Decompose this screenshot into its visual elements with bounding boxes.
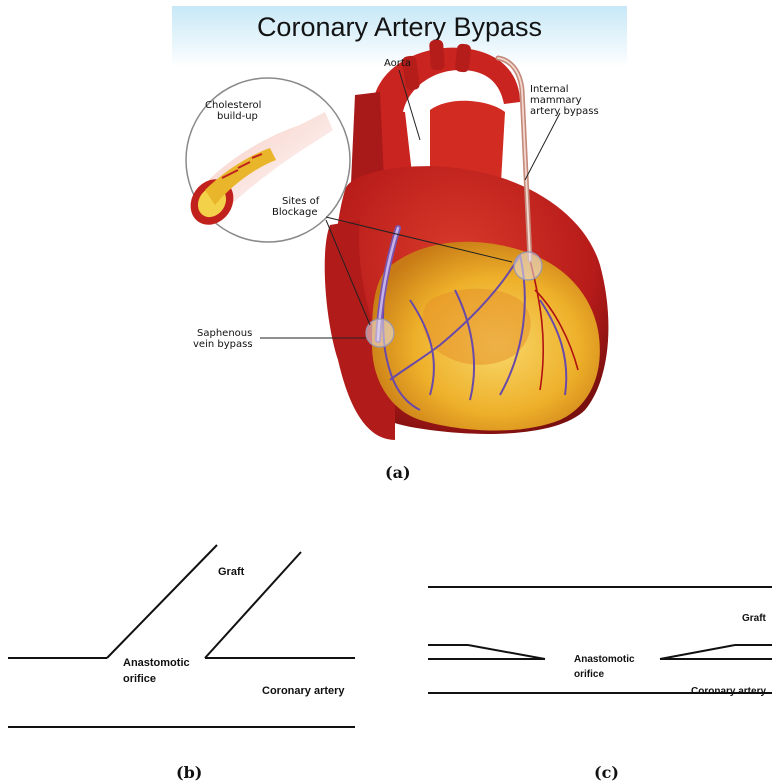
label-orifice-b-1: Anastomotic: [123, 655, 190, 671]
label-orifice-c-2: orifice: [574, 667, 604, 683]
c-left-taper: [468, 645, 545, 659]
panel-b-lines: [8, 545, 355, 727]
label-orifice-c-1: Anastomotic: [574, 652, 635, 668]
label-cholesterol-1: Cholesterol: [205, 100, 261, 111]
label-cholesterol-2: build-up: [217, 111, 258, 122]
caption-a: (a): [385, 463, 411, 482]
label-blockage-2: Blockage: [272, 207, 318, 218]
blockage-site-lower: [366, 319, 394, 347]
label-artery-c: Coronary artery: [691, 684, 772, 700]
caption-b: (b): [176, 763, 202, 782]
blockage-site-upper: [514, 252, 542, 280]
arch-branch-2: [429, 40, 445, 71]
caption-c: (c): [594, 763, 619, 782]
label-graft-c: Graft: [742, 611, 766, 627]
label-blockage-1: Sites of: [282, 196, 319, 207]
label-aorta: Aorta: [384, 58, 411, 69]
label-internal-mammary-1: Internal: [530, 84, 569, 95]
c-right-taper: [660, 645, 735, 659]
label-saphenous-1: Saphenous: [197, 328, 252, 339]
label-internal-mammary-3: artery bypass: [530, 106, 599, 117]
label-saphenous-2: vein bypass: [193, 339, 253, 350]
arch-branch-3: [455, 43, 472, 72]
label-orifice-b-2: orifice: [123, 671, 156, 687]
label-graft-b: Graft: [218, 564, 244, 580]
label-internal-mammary-2: mammary: [530, 95, 582, 106]
label-artery-b: Coronary artery: [262, 683, 345, 699]
graft-left-wall: [107, 545, 217, 658]
